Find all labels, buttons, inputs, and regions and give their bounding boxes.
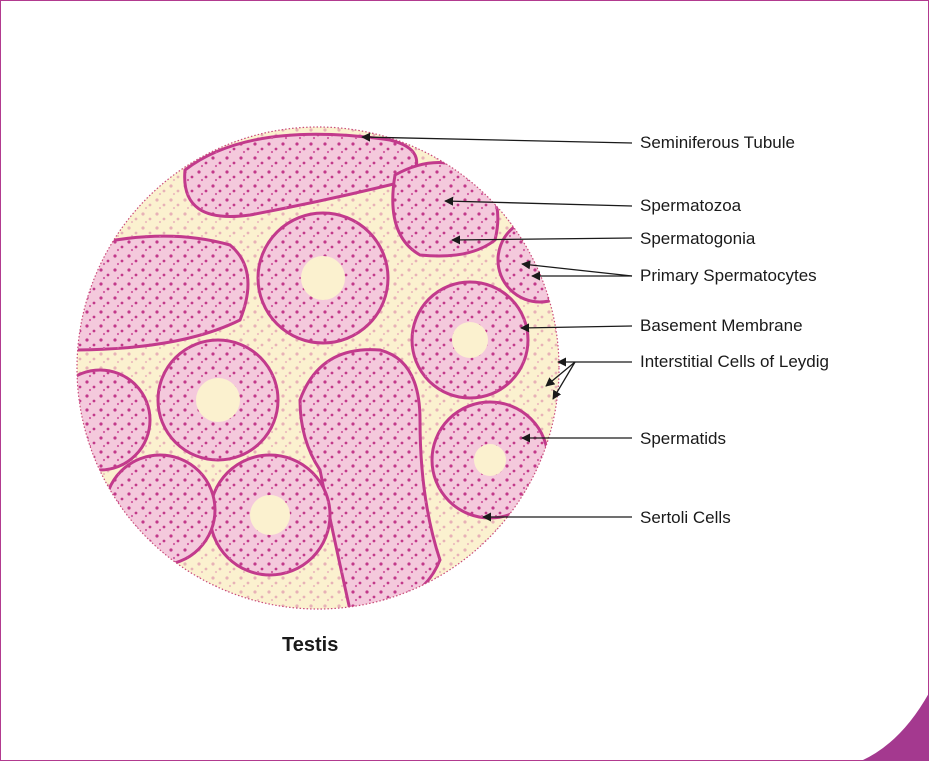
label-spermatogonia: Spermatogonia xyxy=(640,229,755,249)
round-tubule xyxy=(50,370,150,470)
round-tubule xyxy=(105,455,215,565)
tissue-section xyxy=(50,120,582,620)
round-tubule xyxy=(258,213,388,343)
label-spermatozoa: Spermatozoa xyxy=(640,196,741,216)
label-interstitial-cells-of-leydig: Interstitial Cells of Leydig xyxy=(640,352,829,372)
round-tubule xyxy=(158,340,278,460)
round-tubule xyxy=(432,402,548,518)
label-basement-membrane: Basement Membrane xyxy=(640,316,803,336)
label-seminiferous-tubule: Seminiferous Tubule xyxy=(640,133,795,153)
figure-caption: Testis xyxy=(282,634,338,657)
round-tubule xyxy=(210,455,330,575)
label-primary-spermatocytes: Primary Spermatocytes xyxy=(640,266,817,286)
label-sertoli-cells: Sertoli Cells xyxy=(640,508,731,528)
label-spermatids: Spermatids xyxy=(640,429,726,449)
elongated-tubule-upper-right xyxy=(393,163,498,257)
round-tubule xyxy=(412,282,528,398)
round-tubule xyxy=(498,218,582,302)
